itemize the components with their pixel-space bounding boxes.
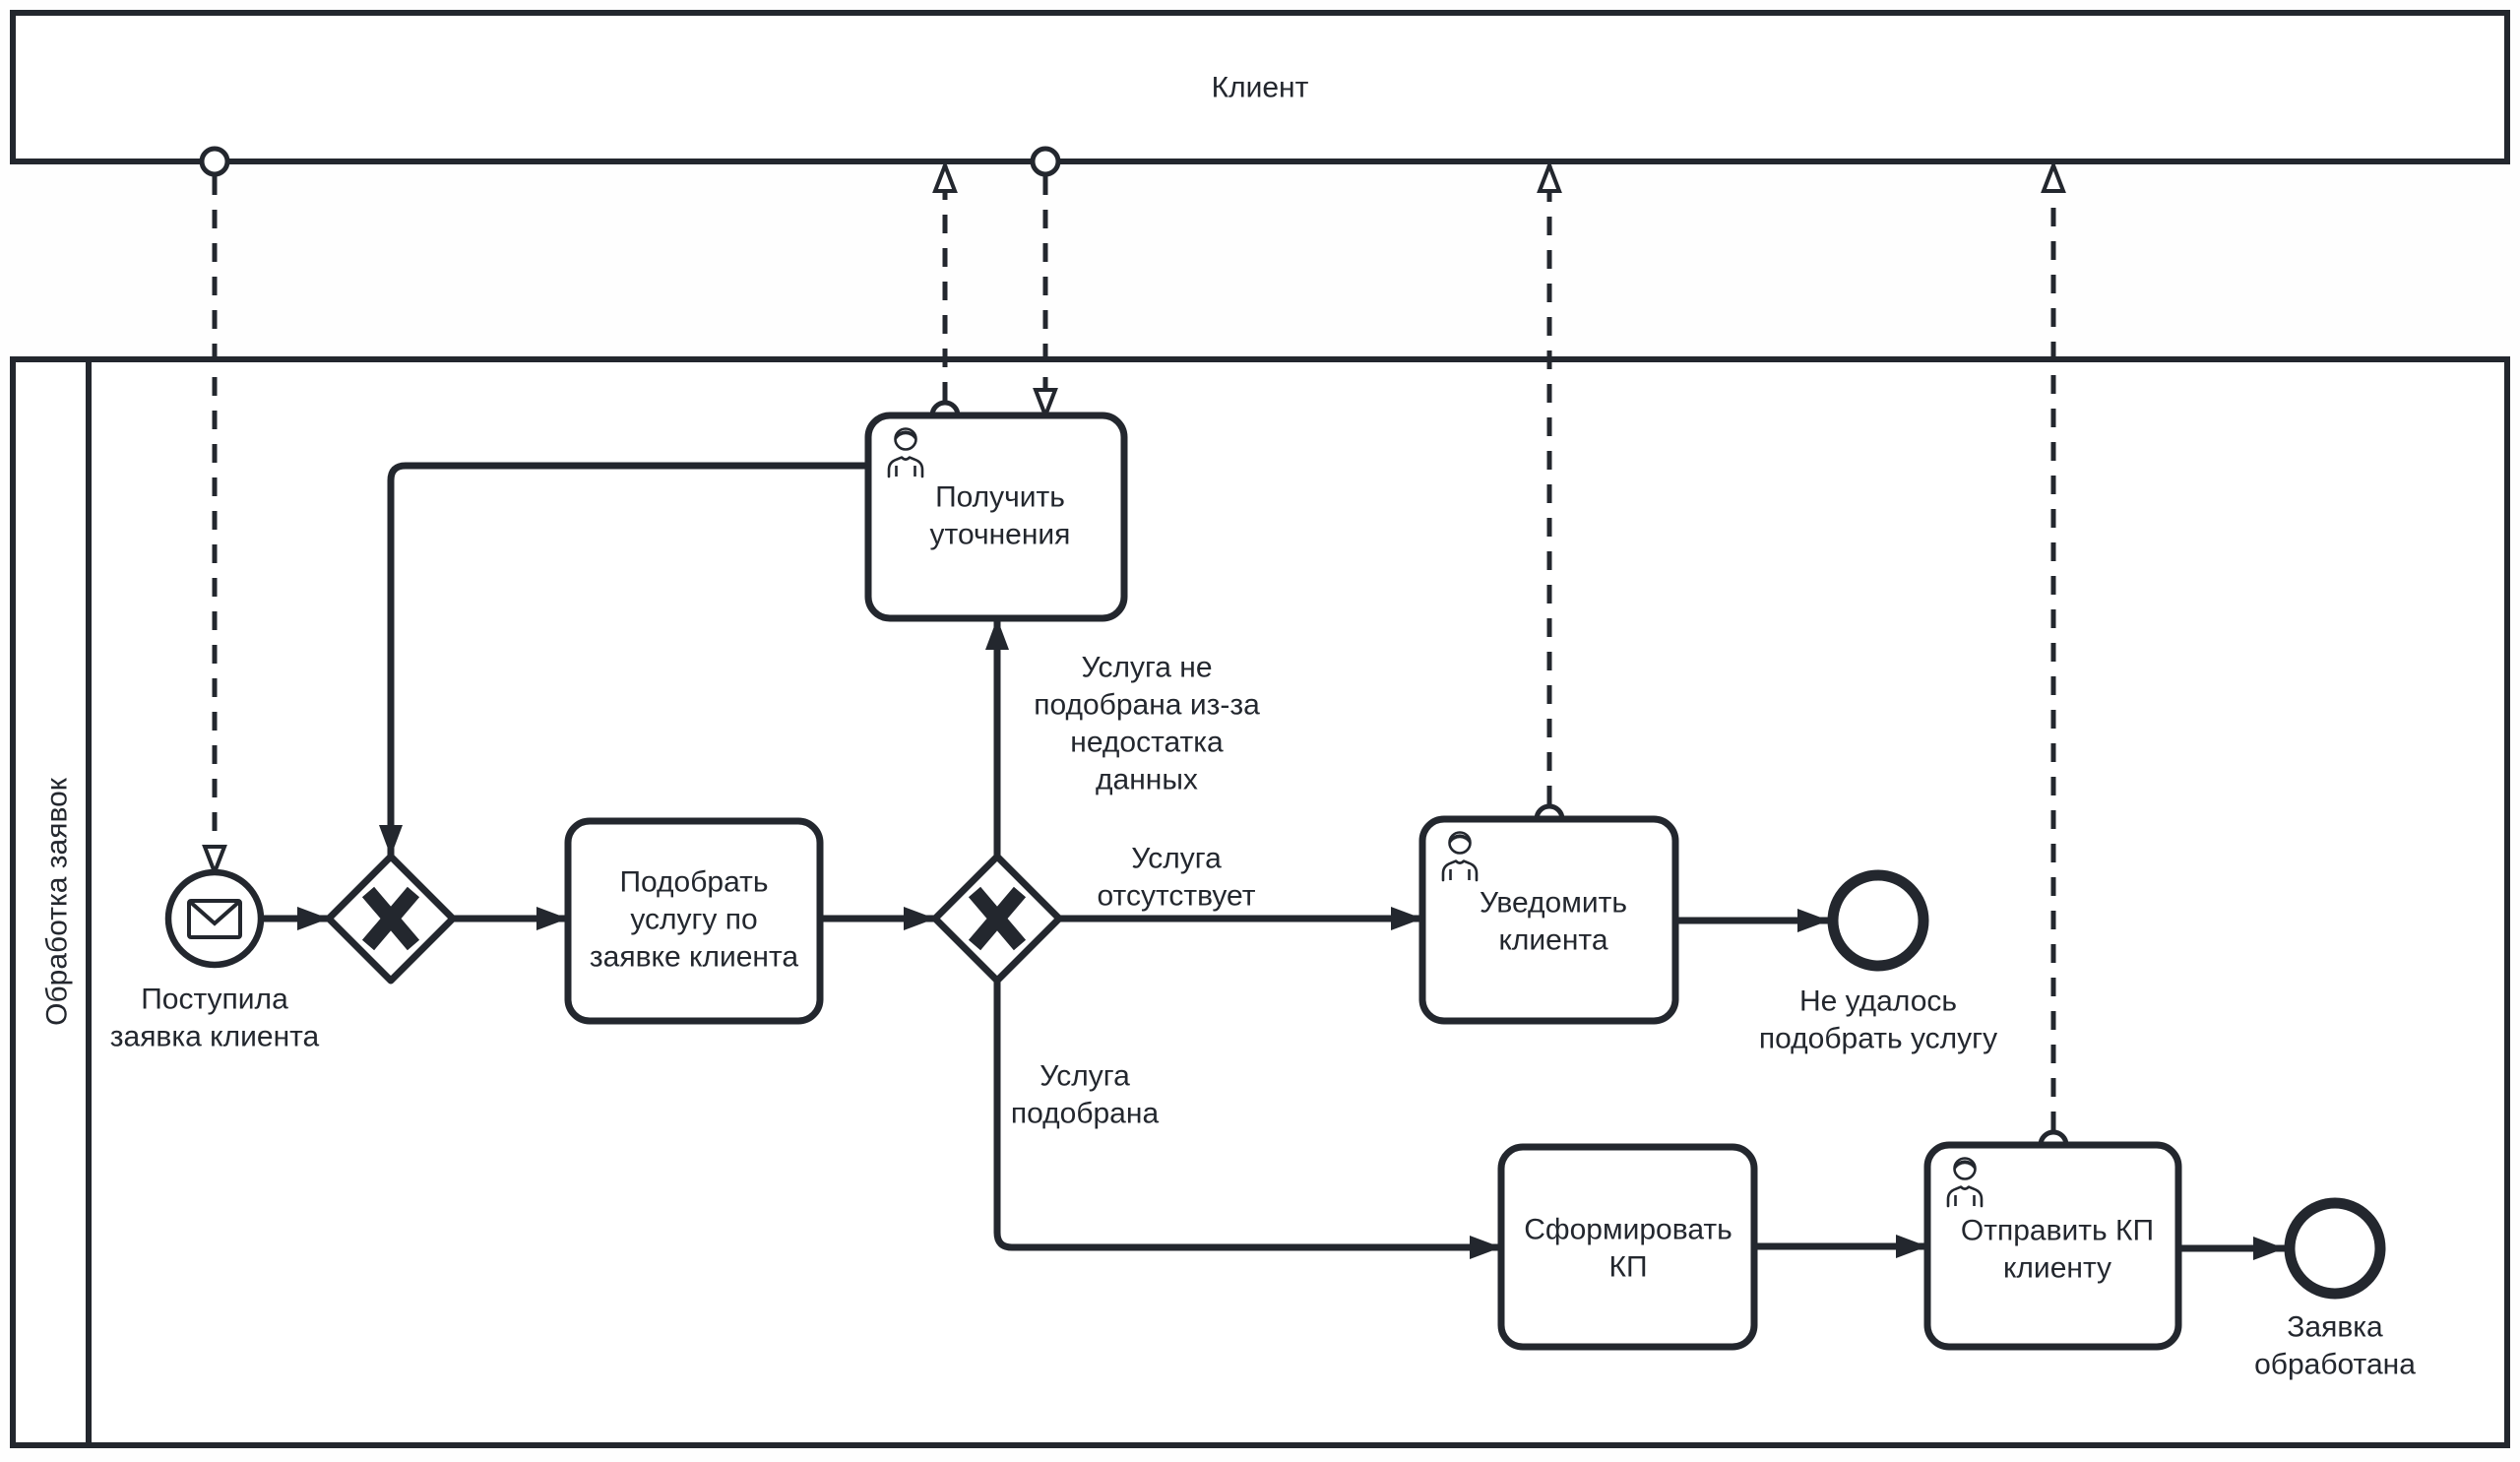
envelope-icon	[187, 899, 242, 939]
task-select-service-label-line3: заявке клиента	[590, 941, 798, 974]
task-get-clarifications-label-line2: уточнения	[930, 519, 1071, 551]
task-select-service-label-line2: услугу по	[630, 904, 757, 936]
task-form-proposal: Сформировать КП	[1497, 1143, 1758, 1351]
task-get-clarifications: Получить уточнения	[864, 412, 1128, 622]
message-source-dot-client-clarifications	[1030, 146, 1061, 177]
sequence-flow-service-selected	[993, 981, 1501, 1259]
gateway-merge	[325, 853, 457, 985]
task-notify-client: Уведомить клиента	[1418, 815, 1679, 1025]
pool-client-label: Клиент	[1212, 72, 1309, 104]
gateway-service-decision	[931, 853, 1063, 985]
task-send-proposal-label-line2: клиенту	[2003, 1252, 2111, 1285]
task-form-proposal-box	[1497, 1143, 1758, 1351]
task-get-clarifications-box	[864, 412, 1128, 622]
flow-label-lack-of-data-line3: недостатка	[1070, 727, 1224, 759]
task-get-clarifications-label-line1: Получить	[935, 481, 1065, 514]
task-select-service-box	[564, 817, 824, 1025]
task-notify-client-box	[1418, 815, 1679, 1025]
end-event-no-service-circle	[1827, 869, 1929, 972]
task-form-proposal-label-line2: КП	[1608, 1251, 1647, 1284]
end-event-processed-circle	[2284, 1197, 2386, 1300]
x-marker-icon	[361, 886, 420, 951]
task-send-proposal-label-line1: Отправить КП	[1961, 1215, 2154, 1247]
flow-label-service-selected: Услуга подобрана	[1011, 1060, 1160, 1130]
sequence-flows	[261, 462, 2285, 1260]
message-source-dot-client-start	[199, 146, 230, 177]
sequence-flow-clarifications-to-merge	[379, 462, 868, 857]
flow-label-service-absent-line2: отсутствует	[1098, 880, 1256, 913]
pool-client: Клиент	[10, 10, 2510, 164]
end-event-no-service-label-line2: подобрать услугу	[1759, 1023, 1997, 1055]
start-event-label-line2: заявка клиента	[110, 1021, 320, 1053]
end-event-no-service-label-line1: Не удалось	[1799, 985, 1957, 1018]
task-notify-client-label-line1: Уведомить	[1480, 887, 1627, 920]
start-event-label-line1: Поступила	[141, 984, 288, 1016]
task-select-service-label-line1: Подобрать	[619, 866, 768, 899]
end-event-processed: Заявка обработана	[2254, 1197, 2416, 1381]
end-event-processed-label-line1: Заявка	[2287, 1311, 2383, 1344]
pool-processing-label: Обработка заявок	[41, 777, 74, 1026]
flow-label-lack-of-data-line4: данных	[1096, 764, 1198, 796]
start-event-request-received: Поступила заявка клиента	[110, 868, 320, 1053]
x-marker-icon	[968, 886, 1027, 951]
pool-client-body	[10, 10, 2510, 164]
flow-label-lack-of-data-line1: Услуга не	[1081, 652, 1212, 684]
flow-label-service-absent: Услуга отсутствует	[1098, 843, 1256, 913]
end-event-no-service: Не удалось подобрать услугу	[1759, 869, 1997, 1055]
flow-label-service-selected-line2: подобрана	[1011, 1098, 1160, 1130]
flow-label-service-selected-line1: Услуга	[1040, 1060, 1130, 1093]
task-form-proposal-label-line1: Сформировать	[1524, 1214, 1732, 1246]
task-select-service: Подобрать услугу по заявке клиента	[564, 817, 824, 1025]
flow-label-service-absent-line1: Услуга	[1131, 843, 1222, 875]
task-notify-client-label-line2: клиента	[1498, 924, 1607, 957]
flow-label-lack-of-data-line2: подобрана из-за	[1034, 689, 1260, 722]
task-send-proposal-box	[1923, 1141, 2182, 1351]
end-event-processed-label-line2: обработана	[2254, 1349, 2416, 1381]
task-send-proposal: Отправить КП клиенту	[1923, 1141, 2182, 1351]
flow-label-lack-of-data: Услуга не подобрана из-за недостатка дан…	[1034, 652, 1260, 796]
